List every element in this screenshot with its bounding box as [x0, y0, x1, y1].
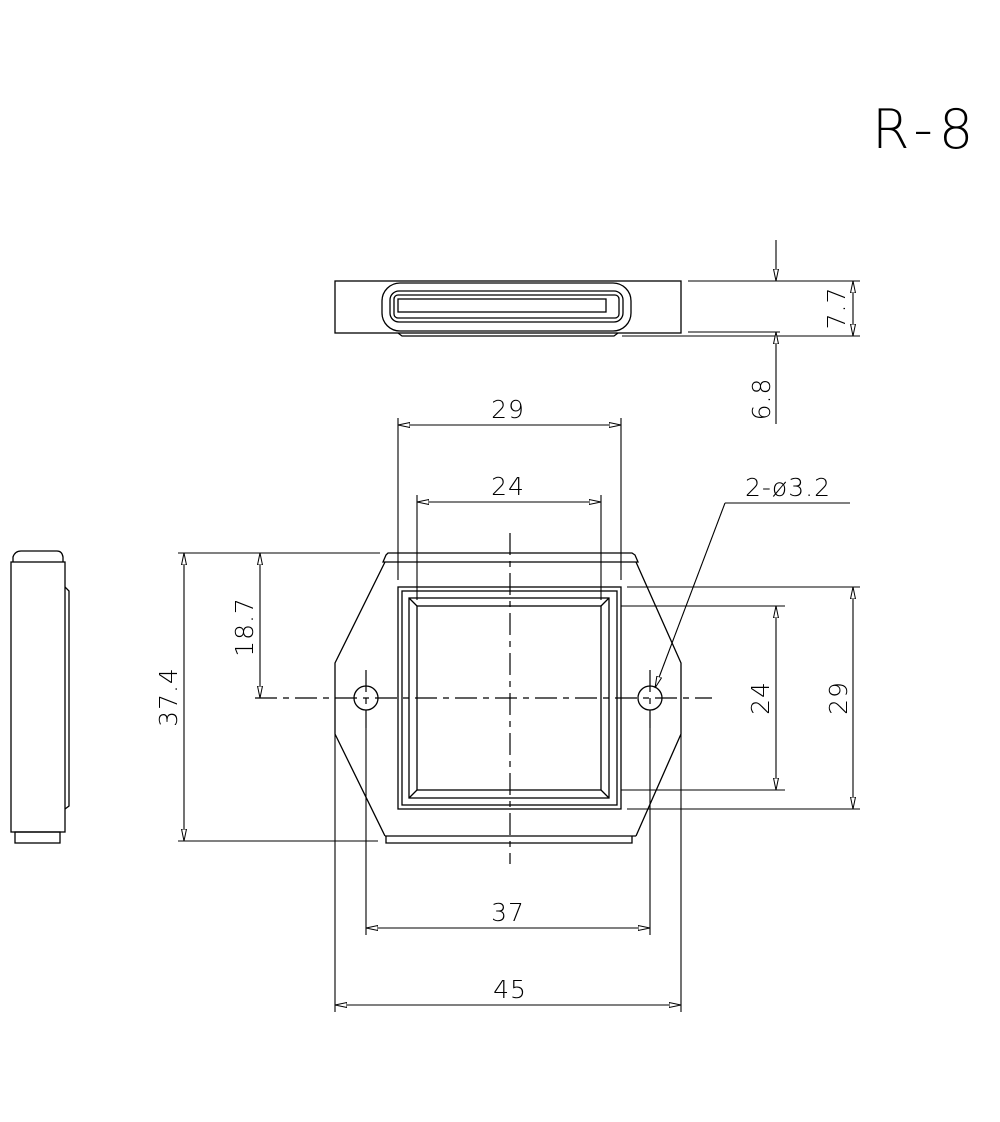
- dim-half-height: 18.7: [230, 597, 259, 657]
- dim-inner-height: 24: [746, 681, 775, 715]
- dim-hole-spacing: 37: [491, 898, 525, 927]
- dim-height-7-7: 7.7: [822, 287, 851, 330]
- dim-overall-width: 45: [493, 975, 527, 1004]
- front-view: [255, 533, 712, 864]
- side-view: [10, 550, 70, 844]
- dim-outer-height: 29: [824, 681, 853, 715]
- dim-outer-width: 29: [491, 395, 525, 424]
- dim-depth-6-8: 6.8: [747, 378, 776, 421]
- dimensions: 29 24 2-ø3.2 37.4 18.7 24 29 37: [154, 395, 860, 1012]
- hole-callout: 2-ø3.2: [745, 473, 831, 502]
- top-view: 7.7 6.8: [334, 240, 860, 424]
- drawing-title: R-8: [872, 98, 979, 161]
- dim-inner-width: 24: [491, 472, 525, 501]
- dim-overall-height: 37.4: [154, 667, 183, 727]
